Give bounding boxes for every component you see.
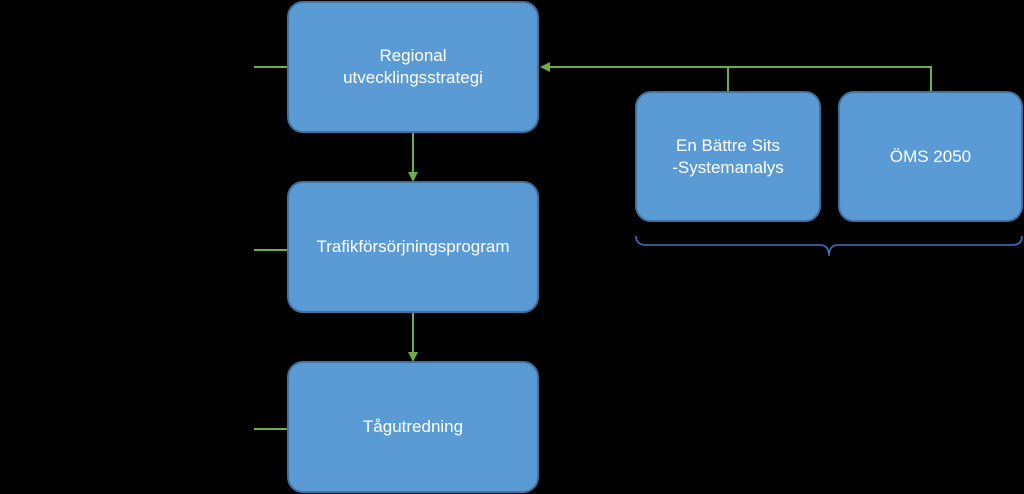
box-regional-line-1: Regional bbox=[379, 46, 447, 65]
box-battre-label: En Bättre Sits -Systemanalys bbox=[672, 135, 783, 179]
box-tagutredning: Tågutredning bbox=[287, 361, 539, 493]
box-oms-label: ÖMS 2050 bbox=[889, 146, 972, 166]
grouping-brace bbox=[635, 235, 1023, 257]
box-oms-2050: ÖMS 2050 bbox=[838, 91, 1023, 222]
box-en-battre-sits: En Bättre Sits -Systemanalys bbox=[635, 91, 821, 222]
box-battre-line-2: -Systemanalys bbox=[672, 157, 784, 177]
box-regional-label: Regional utvecklingsstrategi bbox=[343, 45, 483, 89]
box-tag-label: Tågutredning bbox=[362, 417, 464, 436]
box-trafikforsorjningsprogram: Trafikförsörjningsprogram bbox=[287, 181, 539, 313]
box-battre-line-1: En Bättre Sits bbox=[676, 135, 780, 155]
box-trafik-label: Trafikförsörjningsprogram bbox=[316, 237, 510, 256]
box-regional-line-2: utvecklingsstrategi bbox=[343, 68, 483, 87]
box-regional-utvecklingsstrategi: Regional utvecklingsstrategi bbox=[287, 1, 539, 133]
